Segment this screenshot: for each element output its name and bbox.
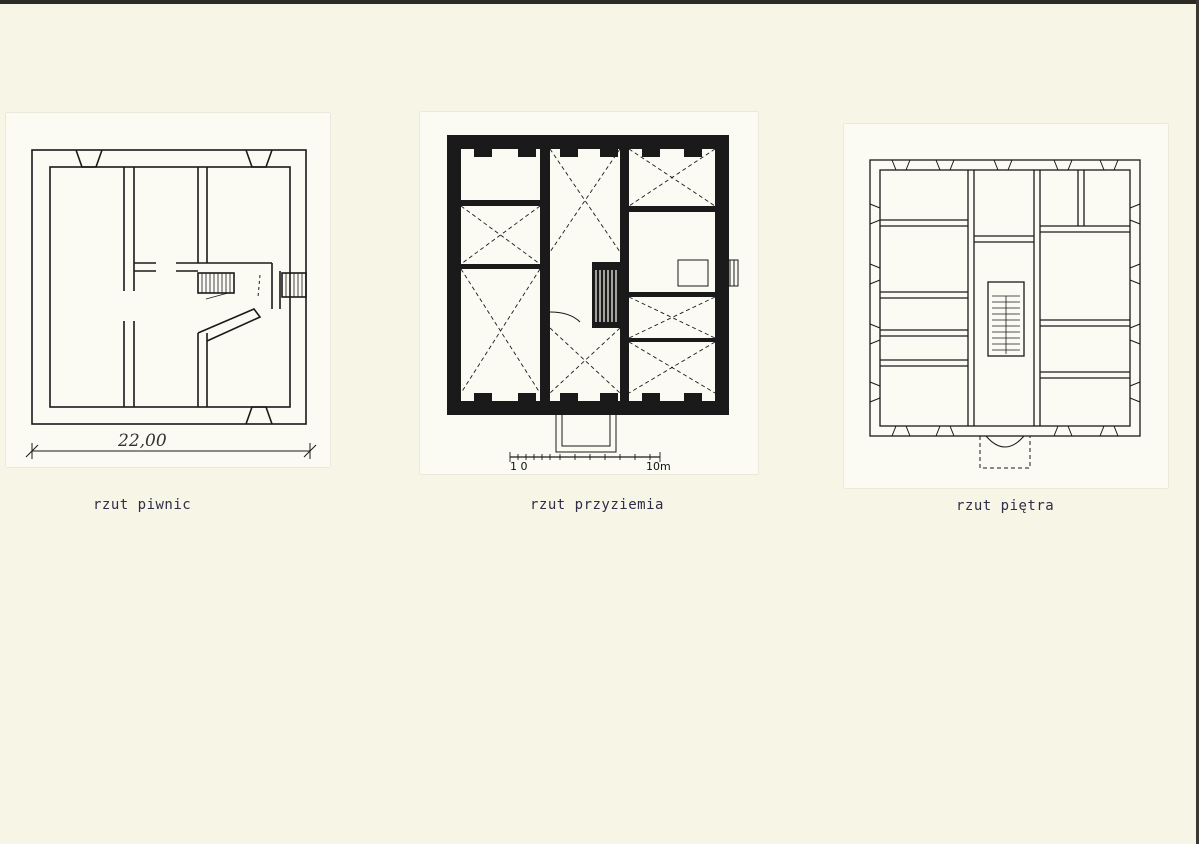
window-pier bbox=[869, 203, 881, 403]
side-stair bbox=[677, 259, 709, 287]
spine-wall bbox=[967, 170, 975, 426]
vault-diagonal bbox=[549, 327, 621, 394]
cross-wall bbox=[629, 206, 715, 212]
scale-end-label: 10m bbox=[646, 460, 671, 473]
vault-diagonal bbox=[460, 268, 541, 394]
dimension-label: 22,00 bbox=[118, 431, 167, 451]
cross-wall bbox=[880, 291, 968, 367]
ground-floor-plan-caption: rzut przyziemia bbox=[530, 497, 664, 513]
entry-stair-treads bbox=[285, 273, 303, 297]
light-well bbox=[245, 406, 273, 425]
vault-diagonal bbox=[628, 341, 716, 394]
vault-diagonal bbox=[628, 148, 716, 207]
window-niche bbox=[518, 393, 536, 401]
window-pier bbox=[1129, 203, 1141, 403]
window-pier bbox=[891, 425, 1119, 437]
window-niche bbox=[684, 393, 702, 401]
stair-arrow bbox=[205, 292, 229, 300]
cross-wall bbox=[629, 338, 715, 342]
scale-start-label: 1 0 bbox=[510, 460, 528, 473]
diagonal-wall bbox=[197, 308, 262, 342]
window-niche bbox=[642, 149, 660, 157]
window-niche bbox=[474, 393, 492, 401]
stair-treads bbox=[595, 270, 617, 322]
vault-diagonal bbox=[628, 296, 716, 339]
side-entry-stair bbox=[718, 259, 739, 287]
partition-wall bbox=[197, 167, 208, 263]
window-niche bbox=[600, 393, 618, 401]
sheet-top-edge bbox=[0, 0, 1199, 4]
window-niche bbox=[560, 149, 578, 157]
light-well bbox=[75, 149, 103, 168]
window-niche bbox=[560, 393, 578, 401]
window-niche bbox=[600, 149, 618, 157]
hidden-line bbox=[257, 274, 261, 298]
balcony-curve bbox=[985, 435, 1025, 448]
ground-floor-plan-drawing bbox=[447, 135, 739, 462]
partition-wall bbox=[271, 263, 281, 309]
spine-wall bbox=[1033, 170, 1041, 426]
cross-wall bbox=[974, 235, 1034, 243]
spine-wall bbox=[620, 149, 629, 401]
spine-wall bbox=[540, 149, 550, 401]
stair-core-wall bbox=[592, 262, 620, 328]
stair-treads bbox=[201, 273, 231, 293]
basement-plan: 22,00 bbox=[6, 113, 330, 467]
cross-wall bbox=[461, 264, 540, 269]
stair-well bbox=[987, 281, 1025, 357]
ground-floor-plan: 1 0 10m bbox=[420, 112, 758, 474]
window-pier bbox=[891, 159, 1119, 171]
inner-wall bbox=[49, 166, 291, 408]
cross-wall bbox=[1077, 170, 1085, 226]
window-niche bbox=[684, 149, 702, 157]
partition-wall bbox=[134, 262, 272, 272]
balcony-outline bbox=[979, 436, 1031, 469]
window-niche bbox=[474, 149, 492, 157]
upper-floor-plan bbox=[844, 124, 1168, 488]
sheet-right-edge bbox=[1196, 0, 1199, 844]
vault-diagonal bbox=[460, 205, 541, 265]
partition-wall bbox=[197, 333, 208, 407]
cross-wall bbox=[880, 219, 968, 227]
vault-diagonal bbox=[549, 148, 621, 253]
upper-floor-plan-drawing bbox=[869, 159, 1141, 469]
partition-wall bbox=[123, 167, 135, 407]
basement-plan-caption: rzut piwnic bbox=[93, 497, 192, 513]
outer-wall bbox=[869, 159, 1141, 437]
basement-plan-drawing bbox=[25, 149, 317, 459]
outer-wall bbox=[447, 135, 729, 415]
stair bbox=[197, 272, 235, 294]
front-steps bbox=[555, 415, 617, 453]
outer-wall bbox=[31, 149, 307, 425]
cross-wall bbox=[629, 292, 715, 297]
light-well bbox=[245, 149, 273, 168]
dimension-ticks bbox=[25, 443, 317, 459]
door-swing bbox=[549, 311, 581, 323]
cross-wall bbox=[1040, 225, 1130, 379]
window-niche bbox=[518, 149, 536, 157]
upper-floor-plan-caption: rzut piętra bbox=[956, 498, 1055, 514]
window-niche bbox=[642, 393, 660, 401]
cross-wall bbox=[461, 200, 540, 206]
scale-ticks bbox=[509, 452, 661, 462]
